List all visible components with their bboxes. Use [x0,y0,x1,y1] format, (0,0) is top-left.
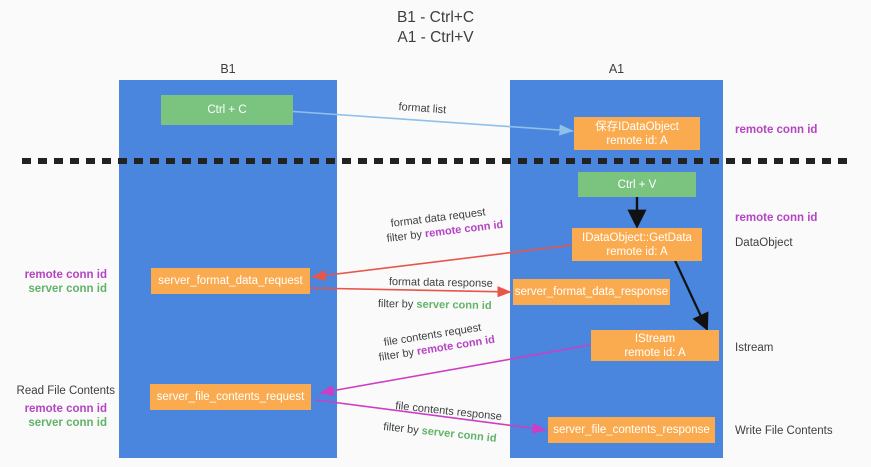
annotation-right-top-remote-conn-id: remote conn id [735,123,817,138]
node-server-file-contents-response-label: server_file_contents_response [553,424,710,436]
annotation-left-server-conn-id-text: server conn id [28,283,107,295]
annotation-right-istream: Istream [735,341,773,356]
annotation-right-istream-text: Istream [735,342,774,354]
node-server-format-data-request-label: server_format_data_request [158,275,303,287]
node-server-file-contents-response[interactable]: server_file_contents_response [548,417,715,443]
node-ctrl-v-label: Ctrl + V [617,178,657,191]
node-istream-sub: remote id: A [624,346,686,359]
node-istream-label: IStream [634,332,676,345]
column-header-a1-title: A1 [608,62,625,76]
node-ctrl-v[interactable]: Ctrl + V [578,172,696,197]
annotation-right-write-file-contents: Write File Contents [735,424,833,439]
node-istream[interactable]: IStream remote id: A [591,330,719,361]
annotation-left-remote-conn-id-text: remote conn id [24,269,107,281]
annotation-right-mid-remote-conn-id-text: remote conn id [735,212,818,224]
annotation-right-write-file-contents-text: Write File Contents [735,425,833,437]
annotation-left-read-file-contents-text: Read File Contents [16,385,115,397]
edge-label-file-contents-response-text: file contents response [394,400,503,424]
node-server-file-contents-request-label: server_file_contents_request [156,391,305,403]
node-idataobject-getdata-label: IDataObject::GetData [582,231,692,244]
annotation-left-read-file-contents: Read File Contents [0,384,115,399]
column-header-b1-title: B1 [220,62,236,76]
node-store-idataobject-sub: remote id: A [606,134,668,147]
node-idataobject-getdata[interactable]: IDataObject::GetData remote id: A [572,228,702,261]
annotation-left-bottom-server-conn-id-text: server conn id [28,417,107,429]
node-server-file-contents-request[interactable]: server_file_contents_request [150,384,311,410]
annotation-left-server-conn-id: server conn id [0,282,107,297]
edge-label-format-data-response-filter: filter by server conn id [378,298,492,312]
node-idataobject-getdata-sub: remote id: A [606,245,668,258]
edge-label-file-contents-response-filter: filter by server conn id [383,421,497,445]
edge-label-format-data-request-filter-prefix: filter by [386,228,426,245]
edge-label-file-contents-response-filter-prefix: filter by [382,421,423,437]
node-ctrl-c[interactable]: Ctrl + C [161,95,293,125]
edge-label-file-contents-response-filter-value: server conn id [421,425,498,445]
edge-label-format-data-response-filter-value: server conn id [416,298,492,312]
annotation-right-dataobject-text: DataObject [735,237,793,249]
edge-label-format-data-response-filter-prefix: filter by [377,298,417,311]
annotation-left-bottom-server-conn-id: server conn id [0,416,107,431]
annotation-right-dataobject: DataObject [735,236,793,251]
node-ctrl-c-label: Ctrl + C [207,104,247,116]
annotation-left-bottom-remote-conn-id-text: remote conn id [24,403,107,415]
edge-label-file-contents-response: file contents response [395,400,503,423]
node-store-idataobject-label: 保存IDataObject [595,120,679,133]
annotation-left-remote-conn-id: remote conn id [0,268,107,283]
annotation-right-top-remote-conn-id-text: remote conn id [735,124,818,136]
edge-label-format-data-response-text: format data response [388,276,493,290]
node-server-format-data-response-label: server_format_data_response [514,286,669,298]
diagram-title: B1 - Ctrl+C A1 - Ctrl+V [396,9,475,46]
edge-label-format-list: format list [398,101,446,116]
annotation-left-bottom-remote-conn-id: remote conn id [0,402,107,417]
edge-label-format-data-response: format data response [389,276,493,290]
edge-label-format-list-text: format list [398,101,447,117]
node-server-format-data-response[interactable]: server_format_data_response [513,279,670,305]
annotation-right-mid-remote-conn-id: remote conn id [735,211,817,226]
node-server-format-data-request[interactable]: server_format_data_request [151,268,310,294]
node-store-idataobject[interactable]: 保存IDataObject remote id: A [574,117,700,150]
